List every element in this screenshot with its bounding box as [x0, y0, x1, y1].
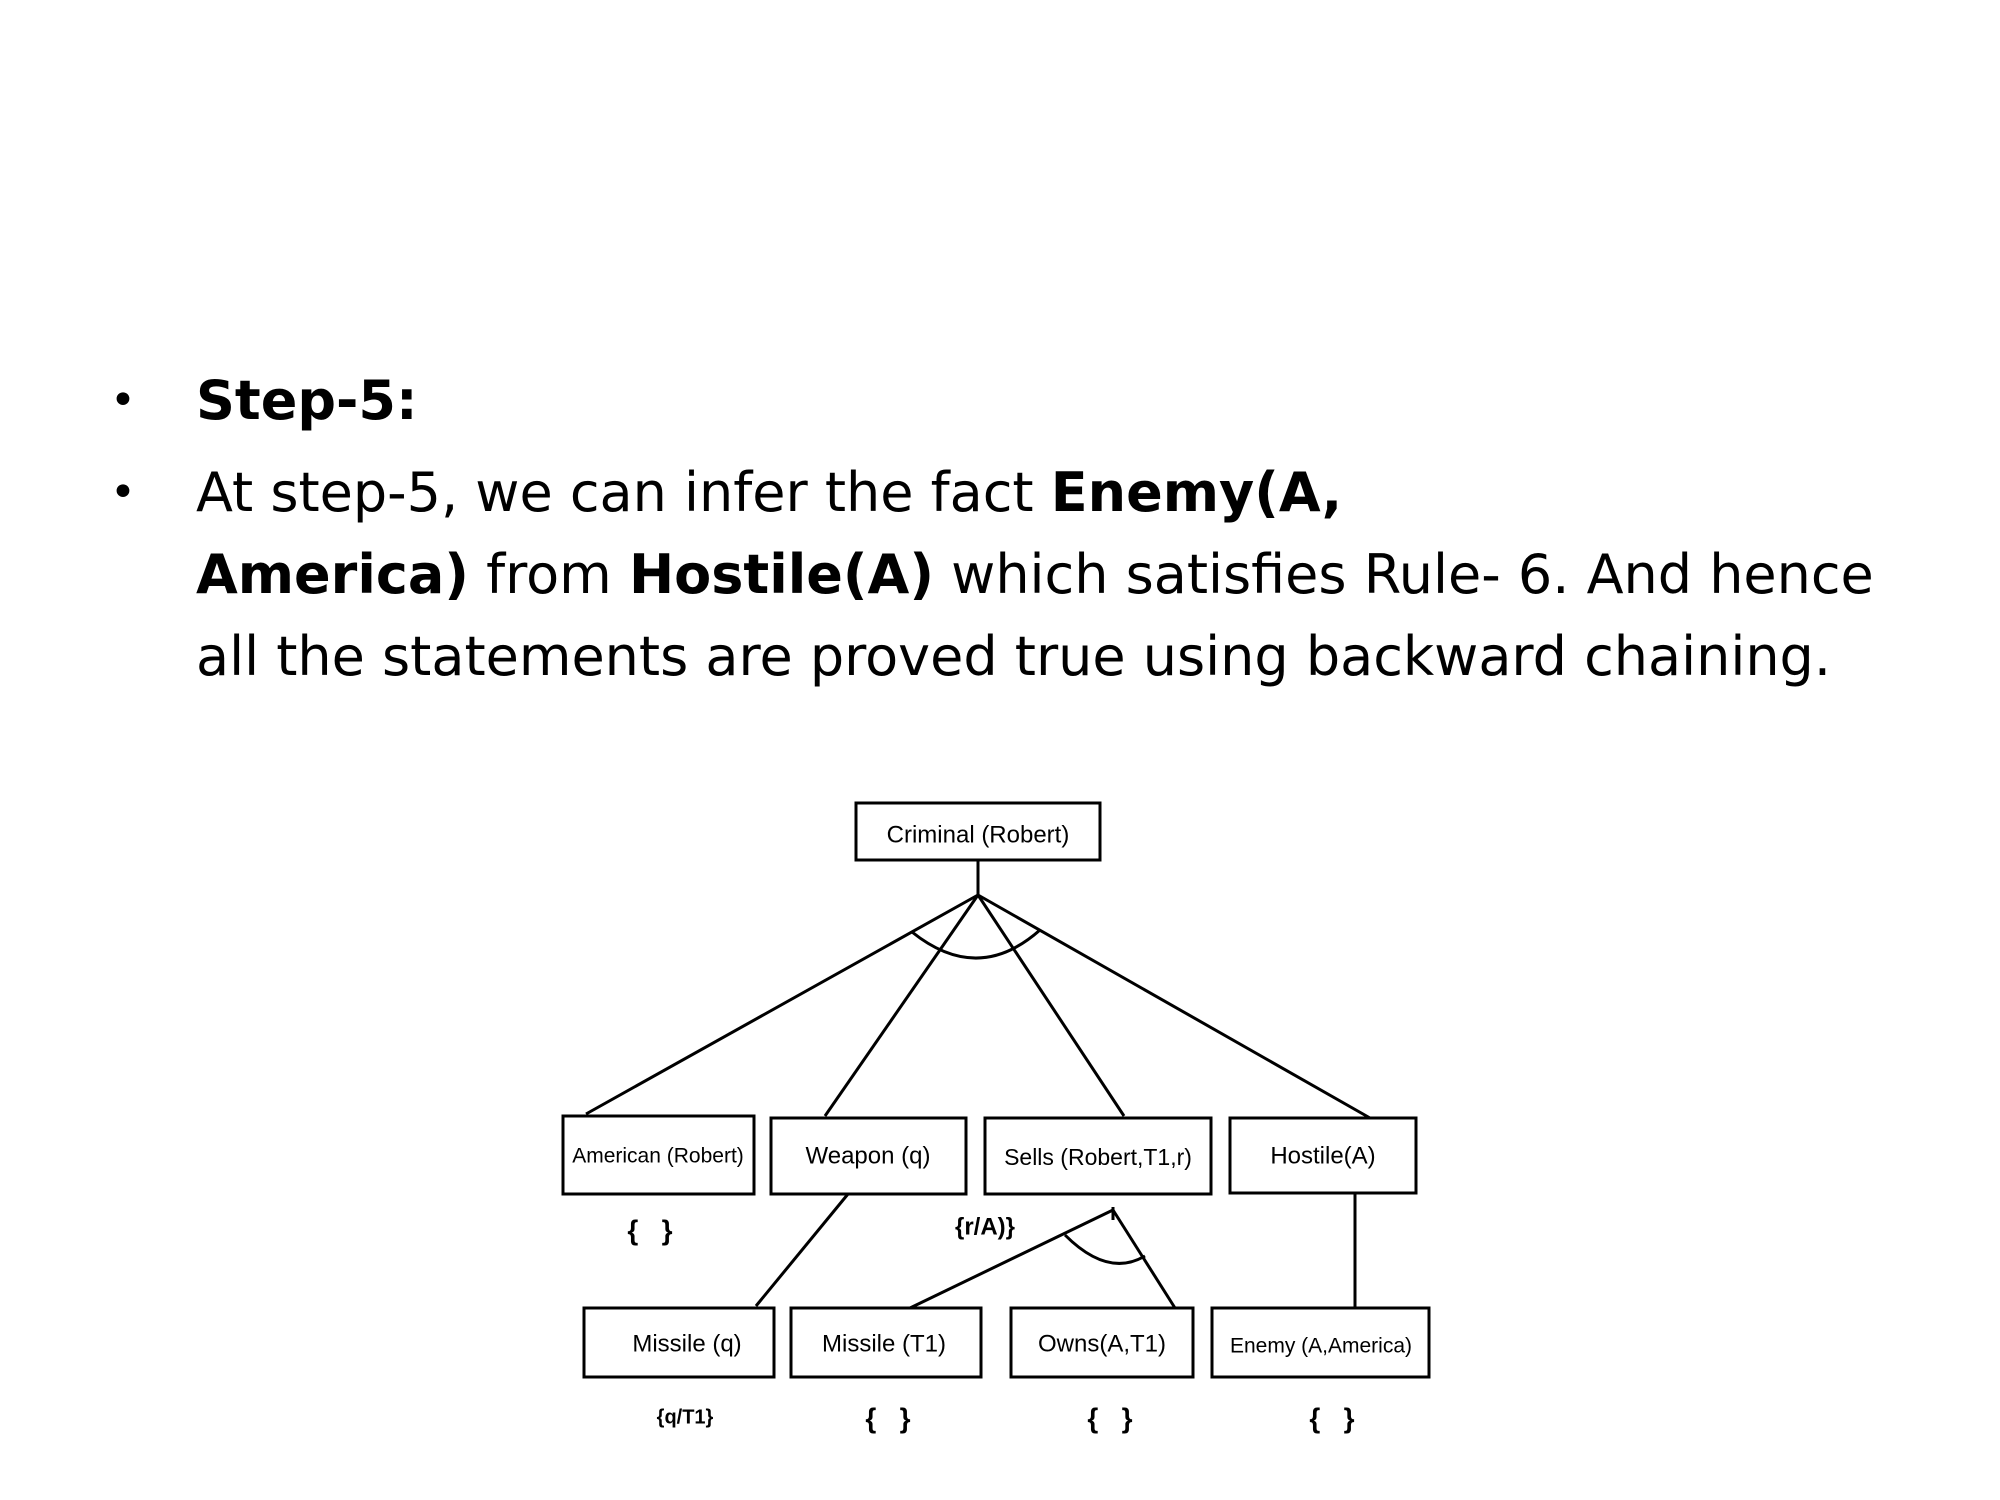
- node-missile-t1: Missile (T1): [789, 1306, 983, 1379]
- bold-term: Hostile(A): [628, 543, 934, 606]
- node-label: Enemy (A,America): [1230, 1335, 1412, 1358]
- substitution-sells: {r/A)}: [955, 1213, 1015, 1240]
- edge-root-american: [585, 893, 979, 1116]
- bullet-step-heading: • Step-5:: [110, 360, 1910, 442]
- edge-root-sells: [976, 894, 1126, 1117]
- node-american: American (Robert): [561, 1114, 756, 1196]
- tree-edges: [585, 860, 1371, 1310]
- node-label: Sells (Robert,T1,r): [1004, 1144, 1192, 1170]
- node-label: Criminal (Robert): [887, 821, 1070, 848]
- bold-term: America): [196, 543, 469, 606]
- text-segment: from: [468, 543, 629, 606]
- slide-text: • Step-5: • At step-5, we can infer the …: [110, 360, 1910, 708]
- node-label: Missile (q): [632, 1330, 741, 1357]
- node-hostile: Hostile(A): [1228, 1116, 1418, 1195]
- and-arc-sells: [1063, 1233, 1146, 1265]
- text-segment: all the statements are proved true using…: [196, 625, 1832, 688]
- edge-root-weapon: [823, 894, 980, 1117]
- bullet-dot: •: [110, 467, 136, 518]
- node-sells: Sells (Robert,T1,r): [983, 1116, 1213, 1196]
- substitution-american: { }: [627, 1214, 672, 1245]
- node-missile-q: Missile (q): [582, 1306, 776, 1379]
- node-root: Criminal (Robert): [854, 801, 1102, 862]
- node-label: Missile (T1): [822, 1330, 946, 1357]
- node-label: Hostile(A): [1270, 1142, 1375, 1169]
- node-label: Owns(A,T1): [1038, 1330, 1166, 1357]
- bold-term: Enemy(A,: [1050, 461, 1343, 524]
- edge-sells-missile-t1: [909, 1208, 1114, 1310]
- bold-term: Step-5:: [196, 369, 418, 432]
- text-segment: which satisfies Rule- 6. And hence: [934, 543, 1874, 606]
- substitution-owns: { }: [1087, 1402, 1132, 1433]
- substitution-missile-t1: { }: [865, 1402, 910, 1433]
- edge-weapon-missile-q: [754, 1193, 850, 1307]
- node-label: American (Robert): [572, 1145, 744, 1168]
- node-weapon: Weapon (q): [769, 1116, 968, 1196]
- substitution-missile-q: {q/T1}: [657, 1406, 714, 1428]
- bullet-dot: •: [110, 375, 136, 426]
- bullet-text: At step-5, we can infer the fact Enemy(A…: [196, 452, 1896, 698]
- node-label: Weapon (q): [806, 1142, 931, 1169]
- node-owns: Owns(A,T1): [1009, 1306, 1195, 1379]
- and-arc-root: [911, 928, 1041, 960]
- edge-root-hostile: [977, 893, 1371, 1120]
- edge-sells-owns: [1111, 1209, 1177, 1309]
- bullet-explanation: • At step-5, we can infer the fact Enemy…: [110, 452, 1910, 698]
- text-segment: At step-5, we can infer the fact: [196, 461, 1051, 524]
- node-enemy: Enemy (A,America): [1210, 1306, 1431, 1379]
- bullet-text: Step-5:: [196, 360, 1896, 442]
- substitution-enemy: { }: [1309, 1402, 1354, 1433]
